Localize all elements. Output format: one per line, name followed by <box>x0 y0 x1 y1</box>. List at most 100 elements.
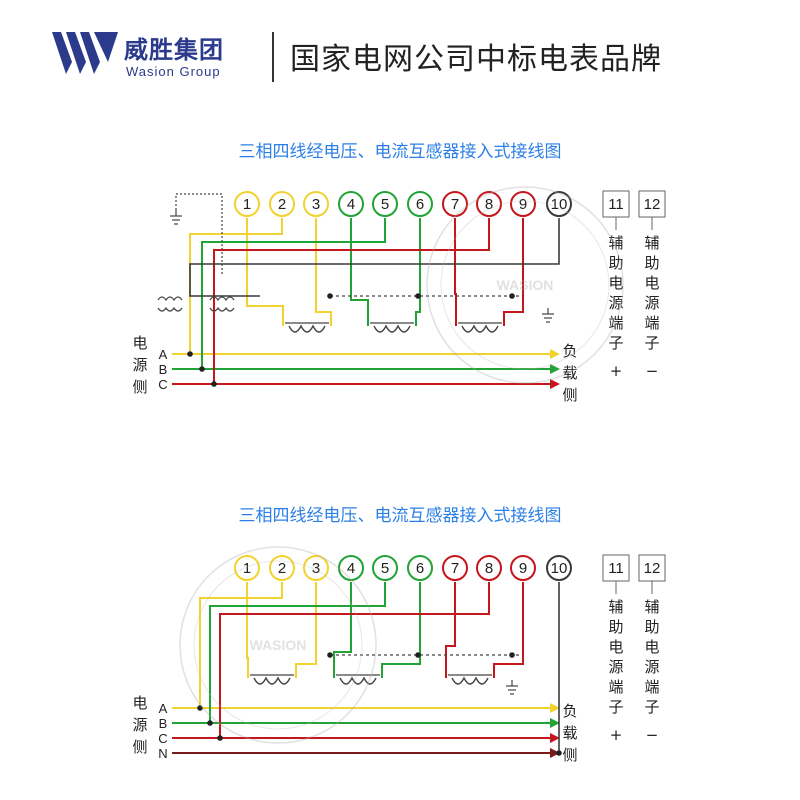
terminal-7 <box>442 191 468 217</box>
wire <box>415 218 421 326</box>
wire <box>445 582 456 678</box>
svg-text:WASION: WASION <box>497 277 554 293</box>
terminal-number: 7 <box>451 196 459 213</box>
load-arrow-icon <box>550 379 560 389</box>
current-transformer-icon <box>250 674 294 685</box>
aux-label: 辅助电源端子 <box>608 598 623 716</box>
phase-label-a: A <box>159 347 168 362</box>
wire <box>454 218 457 326</box>
phase-label-b: B <box>159 716 168 731</box>
ground-icon <box>506 680 518 695</box>
junction-dot <box>217 735 223 741</box>
wire <box>246 582 249 678</box>
junction-dot <box>197 705 203 711</box>
aux-terminal-number: 11 <box>608 196 624 213</box>
terminal-number: 8 <box>485 560 493 577</box>
terminal-10 <box>546 555 572 581</box>
wire <box>381 582 421 678</box>
phase-label-n: N <box>158 746 167 761</box>
terminal-number: 9 <box>519 196 527 213</box>
current-transformer-icon <box>370 322 414 333</box>
voltage-transformer-icon <box>157 296 183 312</box>
watermark-seal-icon: WASION <box>179 546 377 744</box>
wire <box>199 582 283 708</box>
terminal-3 <box>303 191 329 217</box>
terminal-7 <box>442 555 468 581</box>
header-slogan: 国家电网公司中标电表品牌 <box>290 42 662 77</box>
terminal-6 <box>407 555 433 581</box>
wire <box>493 582 524 678</box>
watermark-seal-icon: WASION <box>426 186 624 384</box>
junction-dot <box>187 351 193 357</box>
aux-label: 辅助电源端子 <box>608 234 623 352</box>
wire <box>246 218 284 326</box>
phase-label-c: C <box>158 377 167 392</box>
terminal-5 <box>372 555 398 581</box>
terminal-number: 6 <box>416 560 424 577</box>
terminal-5 <box>372 191 398 217</box>
terminal-number: 2 <box>278 560 286 577</box>
aux-sign: + <box>610 726 623 744</box>
diagram-title: 三相四线经电压、电流互感器接入式接线图 <box>239 506 562 526</box>
junction-dot <box>556 750 562 756</box>
wire <box>315 218 332 326</box>
junction-dot <box>199 366 205 372</box>
ground-icon <box>170 210 182 225</box>
load-arrow-icon <box>550 364 560 374</box>
wire <box>219 582 490 738</box>
load-arrow-icon <box>550 748 560 758</box>
terminal-9 <box>510 191 536 217</box>
aux-label: 辅助电源端子 <box>644 598 659 716</box>
terminal-number: 10 <box>551 196 568 213</box>
wire <box>189 218 560 297</box>
header: 威胜集团 Wasion Group 国家电网公司中标电表品牌 <box>0 0 800 100</box>
load-side-label: 负载侧 <box>562 702 577 764</box>
load-arrow-icon <box>550 349 560 359</box>
load-arrow-icon <box>550 703 560 713</box>
terminal-8 <box>476 555 502 581</box>
terminal-4 <box>338 191 364 217</box>
current-transformer-icon <box>285 322 329 333</box>
phase-label-a: A <box>159 701 168 716</box>
terminal-3 <box>303 555 329 581</box>
ground-icon <box>542 308 554 323</box>
junction-dot <box>211 381 217 387</box>
junction-dot <box>327 652 333 658</box>
terminal-2 <box>269 191 295 217</box>
terminal-number: 6 <box>416 196 424 213</box>
wire <box>333 582 352 678</box>
junction-dot <box>415 293 421 299</box>
aux-sign: − <box>646 362 659 380</box>
aux-terminal-number: 11 <box>608 560 624 577</box>
terminal-number: 1 <box>243 196 251 213</box>
aux-terminal-number: 12 <box>644 560 661 577</box>
terminal-number: 3 <box>312 196 320 213</box>
terminal-10 <box>546 191 572 217</box>
wire <box>503 218 524 326</box>
current-transformer-icon <box>458 322 502 333</box>
terminal-4 <box>338 555 364 581</box>
brand-name-en: Wasion Group <box>126 64 221 79</box>
current-transformer-icon <box>336 674 380 685</box>
wire <box>189 218 283 354</box>
current-transformer-icon <box>448 674 492 685</box>
wire <box>295 582 317 678</box>
aux-terminal-12 <box>638 554 666 582</box>
source-side-label: 电源侧 <box>132 694 147 756</box>
terminal-number: 5 <box>381 196 389 213</box>
wire <box>213 218 490 384</box>
aux-sign: + <box>610 362 623 380</box>
wire <box>175 193 223 276</box>
terminal-8 <box>476 191 502 217</box>
junction-dot <box>415 652 421 658</box>
phase-label-c: C <box>158 731 167 746</box>
load-side-label: 负载侧 <box>562 342 577 404</box>
wasion-logo-icon <box>52 32 118 74</box>
wire <box>209 582 386 723</box>
terminal-number: 5 <box>381 560 389 577</box>
junction-dot <box>509 293 515 299</box>
terminal-number: 9 <box>519 560 527 577</box>
svg-text:WASION: WASION <box>250 637 307 653</box>
